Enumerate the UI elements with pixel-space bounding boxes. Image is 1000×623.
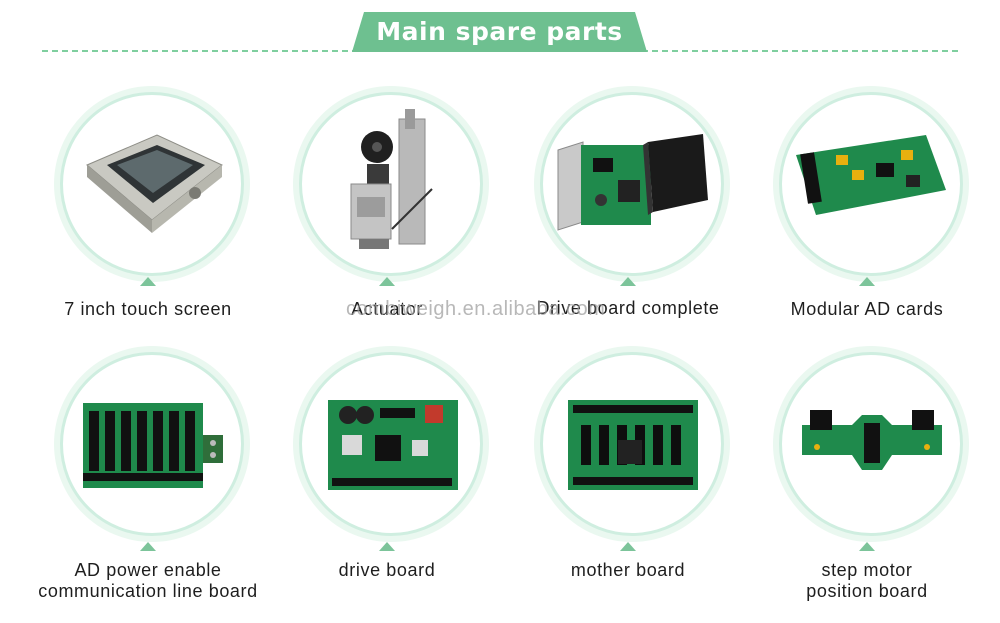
step-motor-board-photo [802,410,942,470]
ad-power-board-photo [83,403,223,488]
part-label: mother board [570,560,686,580]
pointer-icon [140,277,156,286]
mother-board-photo [568,400,698,490]
page-title: Main spare parts [376,17,623,46]
part-image-frame [299,92,483,276]
actuator-photo [350,109,433,249]
part-image-frame [60,92,244,276]
pointer-icon [620,542,636,551]
part-label: Actuator [351,299,423,319]
drive-board-complete-photo [557,134,708,231]
part-label: Modular AD cards [790,299,944,319]
part-image-frame [540,92,724,276]
part-image-frame [60,352,244,536]
title-banner: Main spare parts [352,12,647,52]
part-image-frame [779,92,963,276]
part-image-frame [299,352,483,536]
part-label: Drive board complete [536,298,720,318]
part-label-line2: communication line board [38,581,258,601]
pointer-icon [859,277,875,286]
pointer-icon [859,542,875,551]
pointer-icon [620,277,636,286]
ad-card-photo [796,135,946,215]
part-label: 7 inch touch screen [64,299,232,319]
watermark: combiweigh.en.alibaba.com [346,298,606,320]
pointer-icon [140,542,156,551]
pointer-icon [379,542,395,551]
part-image-frame [540,352,724,536]
drive-board-photo [328,400,458,490]
part-label-line1: step motor [821,560,913,580]
part-label-line1: AD power enable [74,560,222,580]
part-label-line2: position board [806,581,928,601]
pointer-icon [379,277,395,286]
part-label: drive board [338,560,436,580]
touch-screen-photo [86,134,223,233]
page-header: Main spare parts [0,0,1000,60]
part-image-frame [779,352,963,536]
